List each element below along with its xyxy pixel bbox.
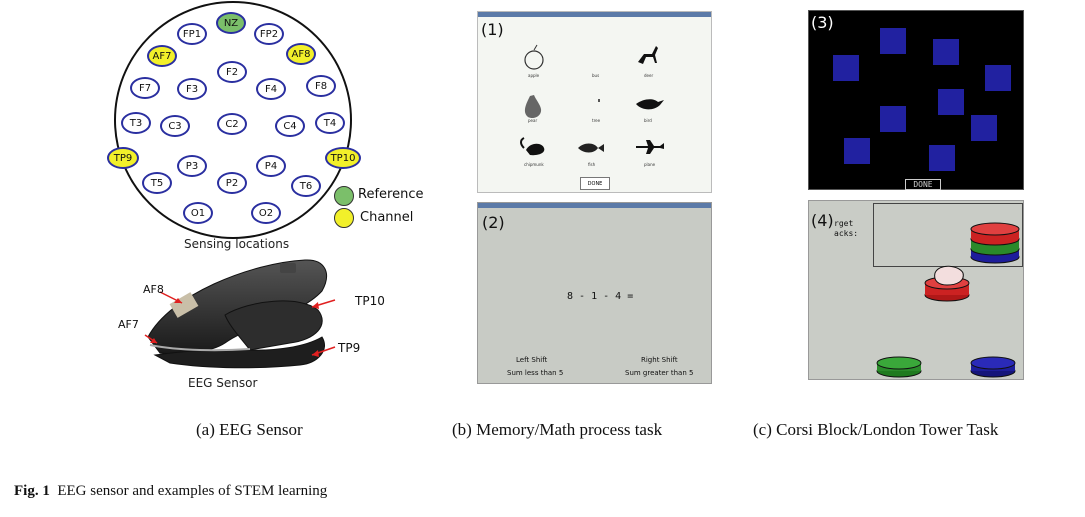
electrode-c2: C2 (217, 113, 247, 135)
electrode-af8: AF8 (286, 43, 316, 65)
memory-task-panel: (1) apple bus deer pear tree bird chipmu… (477, 11, 712, 193)
math-equation: 8 - 1 - 4 = (567, 291, 634, 302)
electrode-t5: T5 (142, 172, 172, 194)
sensor-label-af8: AF8 (143, 283, 164, 296)
electrode-nz: NZ (216, 12, 246, 34)
electrode-p4: P4 (256, 155, 286, 177)
electrode-f2: F2 (217, 61, 247, 83)
electrode-f4: F4 (256, 78, 286, 100)
item-label-pear: pear (528, 118, 538, 123)
target-stacks-label: rget acks: (834, 219, 859, 238)
left-shift-label: Left Shift (516, 356, 548, 364)
item-label-bird: bird (644, 118, 652, 123)
figure-label: Fig. 1 (14, 483, 50, 499)
math-task-panel: (2) 8 - 1 - 4 = Left Shift Sum less than… (477, 202, 712, 384)
electrode-fp1: FP1 (177, 23, 207, 45)
sensor-label-tp10: TP10 (355, 294, 385, 308)
legend-reference-label: Reference (358, 187, 424, 202)
electrode-p2: P2 (217, 172, 247, 194)
window-titlebar (478, 12, 711, 17)
item-label-tree: tree (592, 118, 601, 123)
electrode-c4: C4 (275, 115, 305, 137)
right-shift-hint: Sum greater than 5 (625, 369, 694, 377)
corsi-block[interactable] (971, 115, 997, 141)
legend-channel-label: Channel (360, 210, 414, 225)
tower-disks (876, 222, 1020, 378)
electrode-c3: C3 (160, 115, 190, 137)
london-tower-panel: (4) rget acks: (808, 200, 1024, 380)
right-shift-label: Right Shift (641, 356, 678, 364)
sensor-label-tp9: TP9 (338, 341, 361, 355)
panel-number: (2) (482, 213, 505, 232)
electrode-o1: O1 (183, 202, 213, 224)
corsi-block[interactable] (938, 89, 964, 115)
caption-c: (c) Corsi Block/London Tower Task (753, 420, 999, 439)
electrode-f7: F7 (130, 77, 160, 99)
corsi-block[interactable] (880, 28, 906, 54)
caption-a: (a) EEG Sensor (196, 420, 303, 439)
electrode-t6: T6 (291, 175, 321, 197)
electrode-p3: P3 (177, 155, 207, 177)
electrode-fp2: FP2 (254, 23, 284, 45)
eeg-sensor-caption: EEG Sensor (188, 376, 258, 390)
item-label-fish: fish (588, 162, 596, 167)
legend-reference-swatch (334, 186, 354, 206)
electrode-tp9: TP9 (107, 147, 139, 169)
left-shift-hint: Sum less than 5 (507, 369, 564, 377)
figure-caption: Fig. 1 EEG sensor and examples of STEM l… (14, 483, 327, 500)
item-label-deer: deer (644, 73, 654, 78)
memory-picture-grid (520, 44, 664, 156)
corsi-block-panel: (3) DONE (808, 10, 1024, 190)
electrode-t3: T3 (121, 112, 151, 134)
electrode-af7: AF7 (147, 45, 177, 67)
electrode-f3: F3 (177, 78, 207, 100)
corsi-block[interactable] (833, 55, 859, 81)
panel-number: (3) (811, 13, 834, 32)
done-button[interactable]: DONE (580, 177, 610, 190)
corsi-block[interactable] (929, 145, 955, 171)
head-outline (114, 1, 352, 239)
corsi-block[interactable] (880, 106, 906, 132)
eeg-headband-image (144, 259, 336, 369)
electrode-t4: T4 (315, 112, 345, 134)
electrode-tp10: TP10 (325, 147, 361, 169)
item-label-apple: apple (528, 73, 540, 78)
window-titlebar (478, 203, 711, 208)
electrode-o2: O2 (251, 202, 281, 224)
corsi-block[interactable] (844, 138, 870, 164)
figure-text: EEG sensor and examples of STEM learning (57, 483, 328, 499)
caption-b: (b) Memory/Math process task (452, 420, 663, 439)
corsi-block[interactable] (933, 39, 959, 65)
panel-number: (4) (811, 211, 834, 230)
electrode-f8: F8 (306, 75, 336, 97)
corsi-block[interactable] (985, 65, 1011, 91)
panel-number: (1) (481, 20, 504, 39)
sensing-locations-caption: Sensing locations (184, 237, 290, 251)
sensor-label-af7: AF7 (118, 318, 139, 331)
done-button[interactable]: DONE (905, 179, 941, 190)
item-label-bus: bus (592, 73, 600, 78)
item-label-plane: plane (644, 162, 656, 167)
legend-channel-swatch (334, 208, 354, 228)
item-label-chipmunk: chipmunk (524, 162, 544, 167)
